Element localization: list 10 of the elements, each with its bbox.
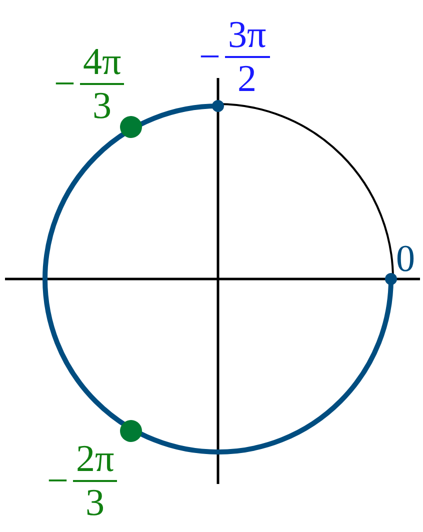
- angle-label: 0: [396, 240, 415, 278]
- numerator: 4π: [83, 43, 122, 81]
- denominator: 3: [92, 87, 112, 125]
- numerator: 2π: [76, 440, 114, 478]
- minus-sign: −: [199, 38, 220, 76]
- denominator: 3: [86, 484, 104, 522]
- denominator: 2: [238, 60, 256, 98]
- minus-sign: −: [54, 65, 76, 103]
- minus-sign: −: [47, 462, 68, 500]
- numerator: 3π: [228, 16, 266, 54]
